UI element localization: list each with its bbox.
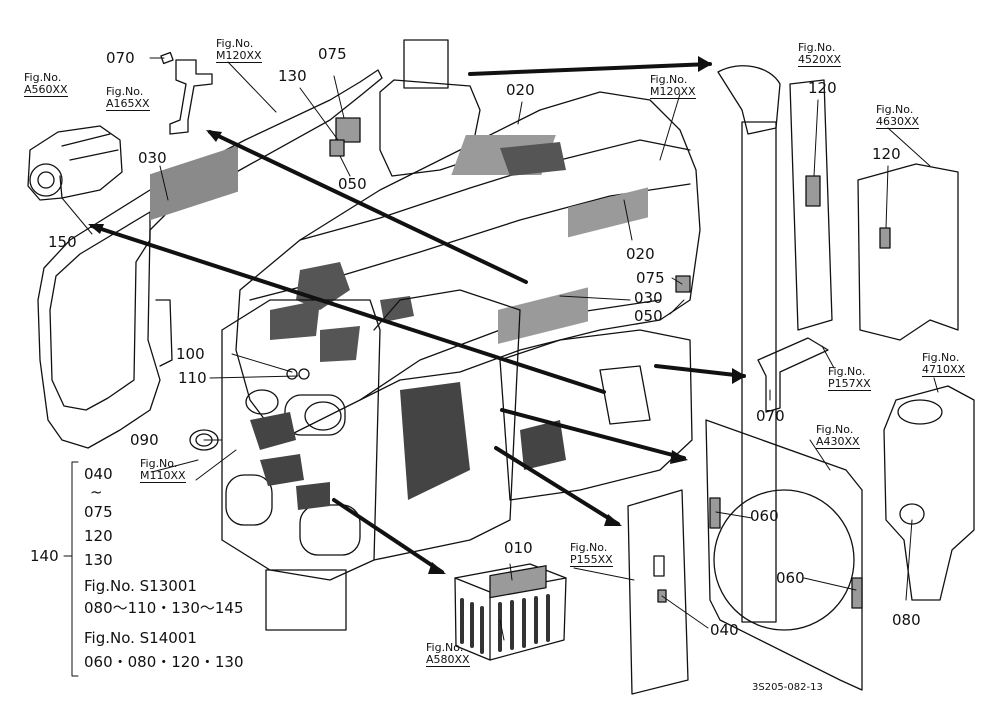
fig-ref-m110[interactable]: Fig.No. M110XX bbox=[140, 457, 186, 483]
group-range-end: 075 bbox=[84, 503, 113, 521]
callout-020: 020 bbox=[506, 81, 535, 99]
decal-030-left bbox=[150, 145, 238, 221]
hood bbox=[235, 39, 701, 441]
callout-060: 060 bbox=[750, 507, 779, 525]
front-nose bbox=[221, 289, 521, 631]
callout-130: 130 bbox=[278, 67, 307, 85]
muffler-cover-4520 bbox=[717, 65, 833, 623]
fig-ref-p157[interactable]: Fig.No. P157XX bbox=[828, 365, 871, 391]
fig-ref-4630[interactable]: Fig.No. 4630XX bbox=[876, 103, 920, 129]
front-weight-frame bbox=[265, 569, 347, 631]
fig-ref-m120-top[interactable]: Fig.No. M120XX bbox=[216, 37, 262, 63]
callout-120: 120 bbox=[872, 145, 901, 163]
callout-075: 075 bbox=[636, 269, 665, 287]
callout-080: 080 bbox=[892, 611, 921, 629]
callout-090: 090 bbox=[130, 431, 159, 449]
fig-ref-a560[interactable]: Fig.No. A560XX bbox=[24, 71, 68, 97]
callout-030: 030 bbox=[634, 289, 663, 307]
callout-075: 075 bbox=[318, 45, 347, 63]
exhaust-stack bbox=[403, 39, 449, 89]
set-1-title: Fig.No. S13001 bbox=[84, 577, 197, 595]
bracket-a165 bbox=[160, 51, 213, 135]
callout-050: 050 bbox=[634, 307, 663, 325]
callout-040: 040 bbox=[710, 621, 739, 639]
group-item-130: 130 bbox=[84, 551, 113, 569]
callout-070: 070 bbox=[106, 49, 135, 67]
radiator-support bbox=[499, 329, 693, 501]
fig-ref-p155[interactable]: Fig.No. P155XX bbox=[570, 541, 613, 567]
fig-ref-4520[interactable]: Fig.No. 4520XX bbox=[798, 41, 842, 67]
fig-ref-4710[interactable]: Fig.No. 4710XX bbox=[922, 351, 966, 377]
callout-110: 110 bbox=[178, 369, 207, 387]
callout-120: 120 bbox=[808, 79, 837, 97]
callout-050: 050 bbox=[338, 175, 367, 193]
callout-060: 060 bbox=[776, 569, 805, 587]
group-item-120: 120 bbox=[84, 527, 113, 545]
set-2-items: 060・080・120・130 bbox=[84, 653, 244, 671]
group-range-start: 040 bbox=[84, 465, 113, 483]
starter-motor bbox=[27, 125, 123, 201]
group-brace bbox=[63, 461, 79, 677]
fig-ref-a165[interactable]: Fig.No. A165XX bbox=[106, 85, 150, 111]
fuel-tank bbox=[883, 385, 975, 601]
battery bbox=[454, 563, 567, 661]
callout-010: 010 bbox=[504, 539, 533, 557]
leader-lines bbox=[61, 57, 939, 641]
shield-4630 bbox=[857, 163, 959, 341]
drawing-code: 3S205-082-13 bbox=[752, 682, 823, 693]
callout-100: 100 bbox=[176, 345, 205, 363]
callout-070: 070 bbox=[756, 407, 785, 425]
set-1-items: 080～110・130～145 bbox=[84, 599, 244, 617]
fig-ref-m120-right[interactable]: Fig.No. M120XX bbox=[650, 73, 696, 99]
set-2-title: Fig.No. S14001 bbox=[84, 629, 197, 647]
pointer-arrows bbox=[90, 62, 746, 574]
fig-ref-a430[interactable]: Fig.No. A430XX bbox=[816, 423, 860, 449]
fan-shroud bbox=[705, 419, 863, 691]
group-range-sep: ~ bbox=[90, 483, 103, 501]
callout-020: 020 bbox=[626, 245, 655, 263]
callout-150: 150 bbox=[48, 233, 77, 251]
group-number: 140 bbox=[30, 547, 59, 565]
side-panel-p155 bbox=[627, 489, 689, 695]
fig-ref-a580[interactable]: Fig.No. A580XX bbox=[426, 641, 470, 667]
bracket-p157 bbox=[757, 337, 829, 413]
left-side-panel bbox=[37, 69, 383, 449]
callout-030: 030 bbox=[138, 149, 167, 167]
